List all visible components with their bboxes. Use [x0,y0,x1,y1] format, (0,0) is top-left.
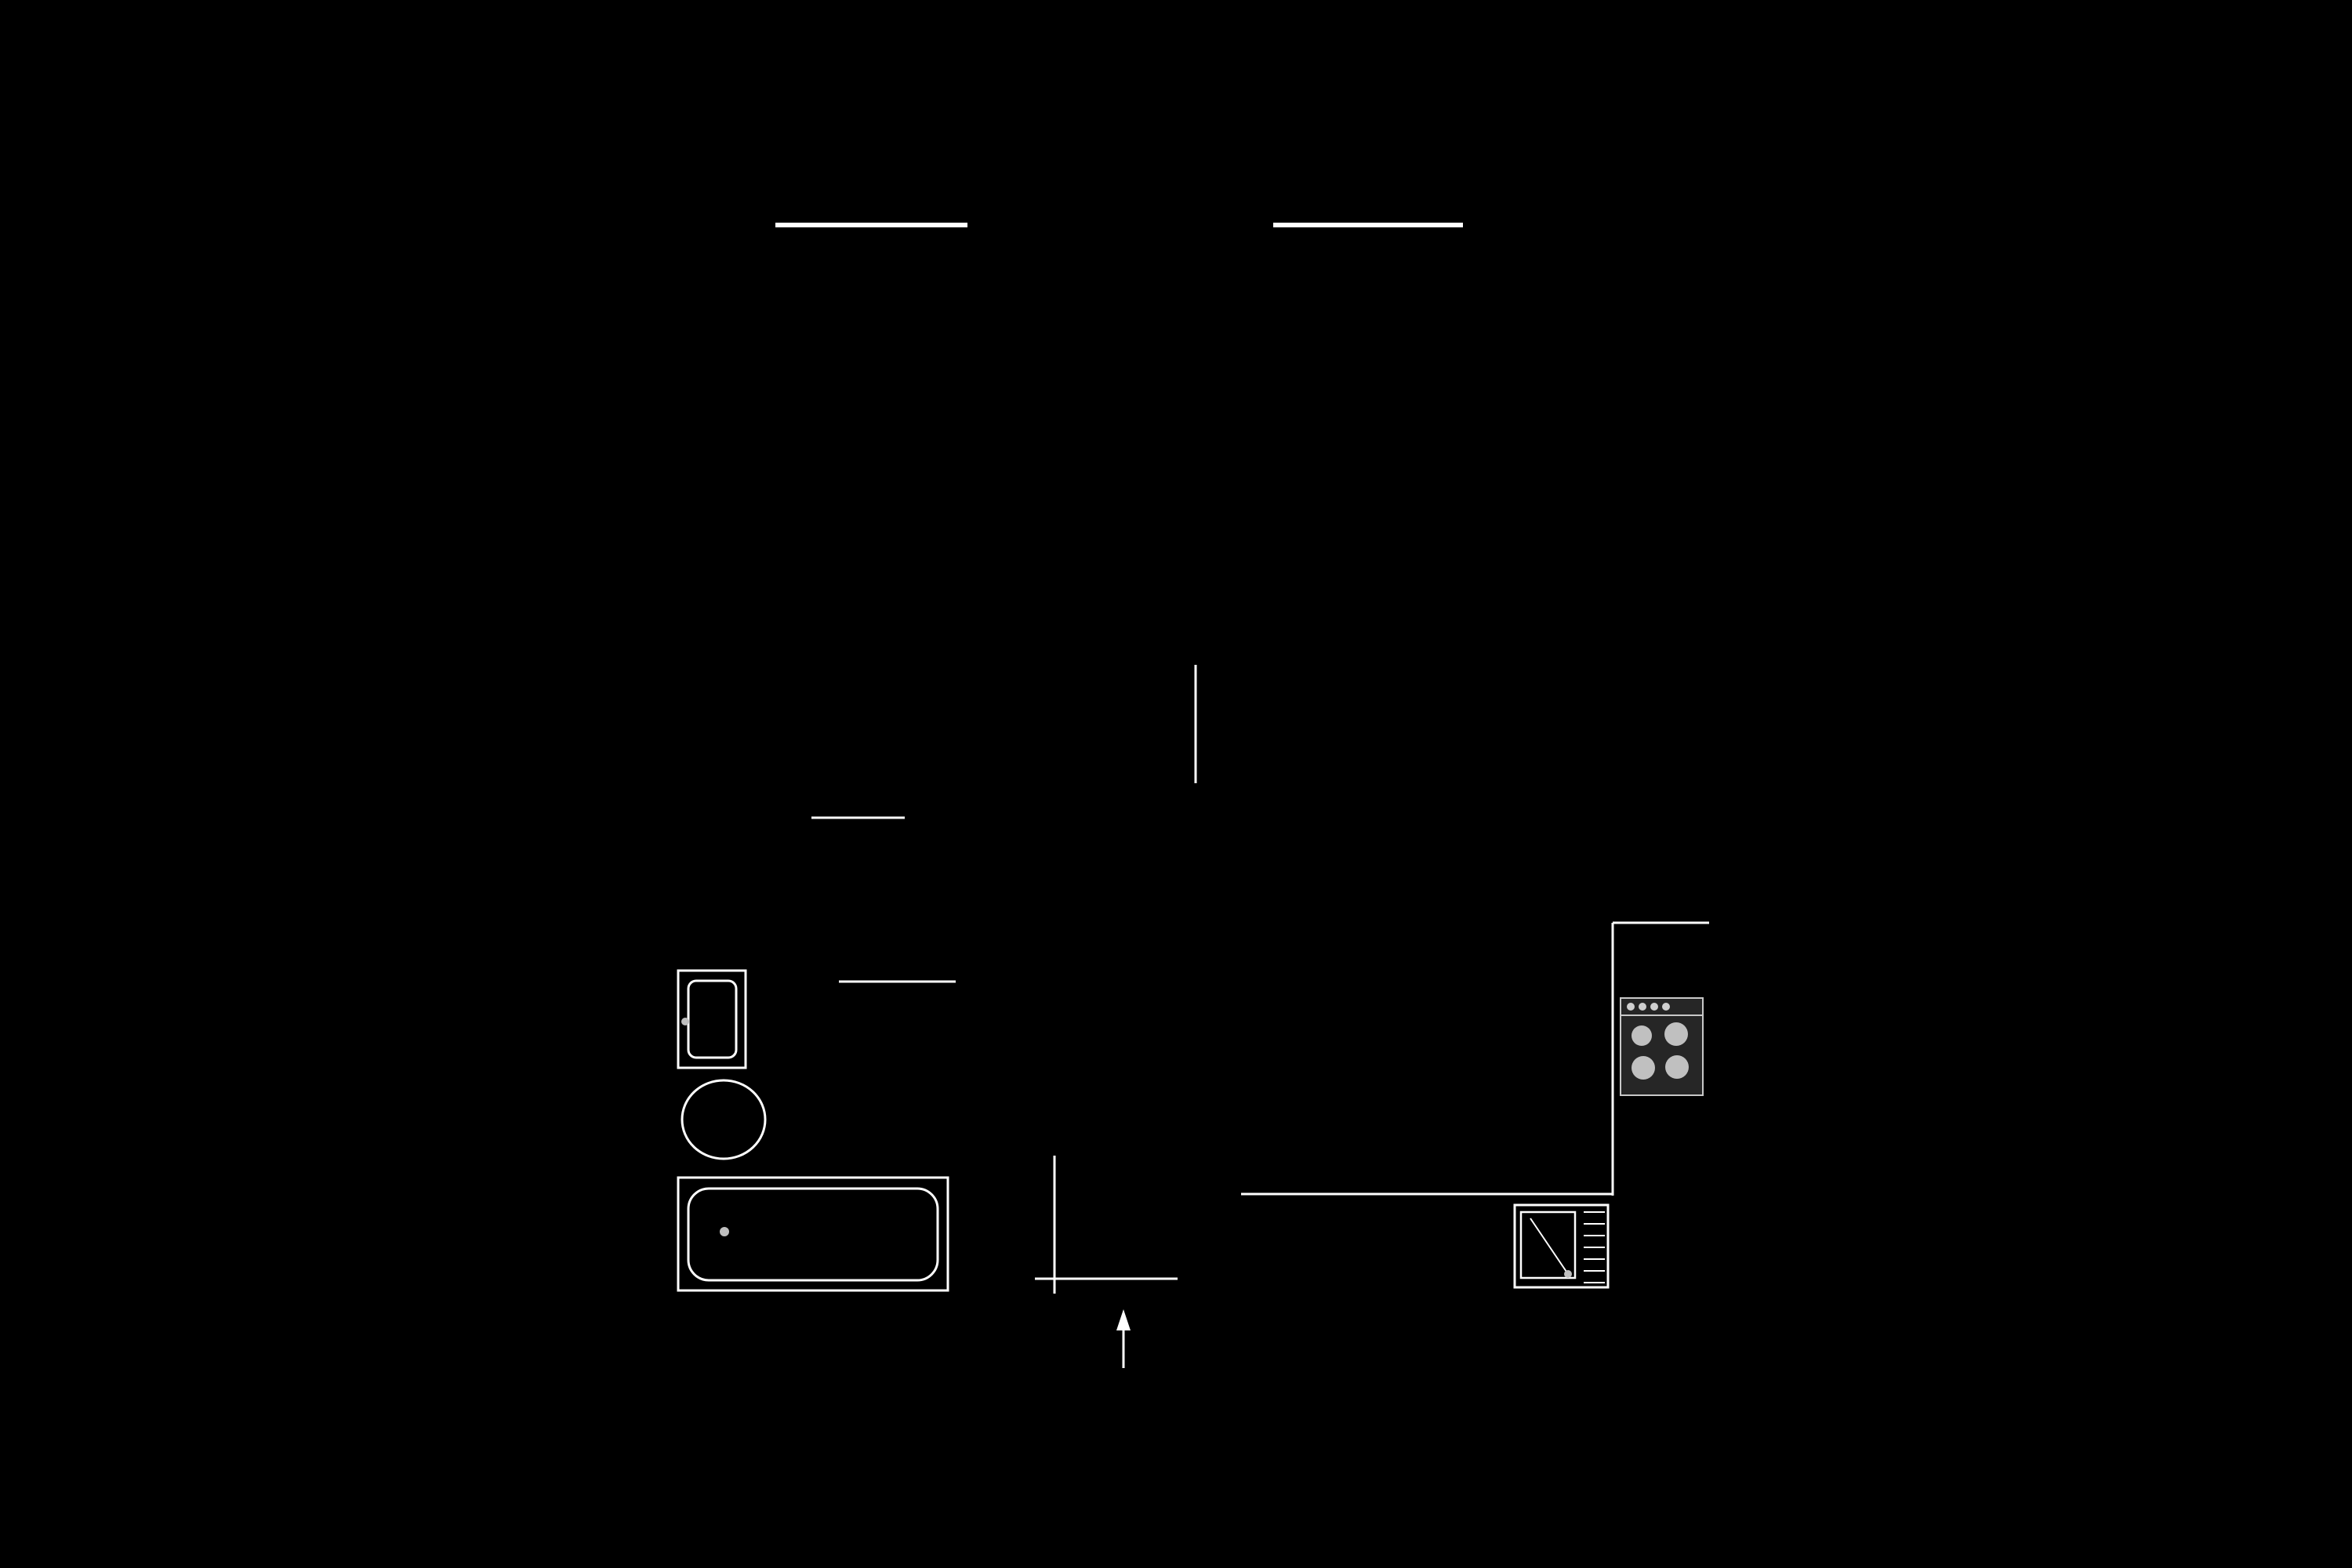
kitchen-sink-faucet-dot [1564,1270,1572,1278]
kitchen-sink-basin [1519,1210,1577,1279]
stove-knob-3 [1650,1003,1658,1011]
bathtub-outline [677,1176,949,1292]
kitchen-sink-faucet-hose [1530,1218,1569,1275]
kitchen-sink-outline [1513,1203,1610,1289]
bathtub-drain-dot [720,1227,729,1236]
bathroom-sink-basin [687,979,738,1059]
stove-knob-2 [1639,1003,1646,1011]
stove-burner-top-left [1632,1025,1652,1046]
stove-burner-bottom-left [1632,1056,1655,1080]
bathtub-inner [687,1187,939,1282]
toilet-bowl [681,1079,767,1160]
stove-knob-4 [1662,1003,1670,1011]
bathroom-sink-faucet-dot [681,1018,689,1025]
stove-burner-top-right [1664,1022,1688,1046]
stove-knob-1 [1627,1003,1635,1011]
entrance-arrow-head [1116,1309,1131,1330]
stove-body [1620,997,1704,1096]
stove-burner-bottom-right [1665,1055,1689,1079]
bathroom-sink-outline [677,969,747,1069]
